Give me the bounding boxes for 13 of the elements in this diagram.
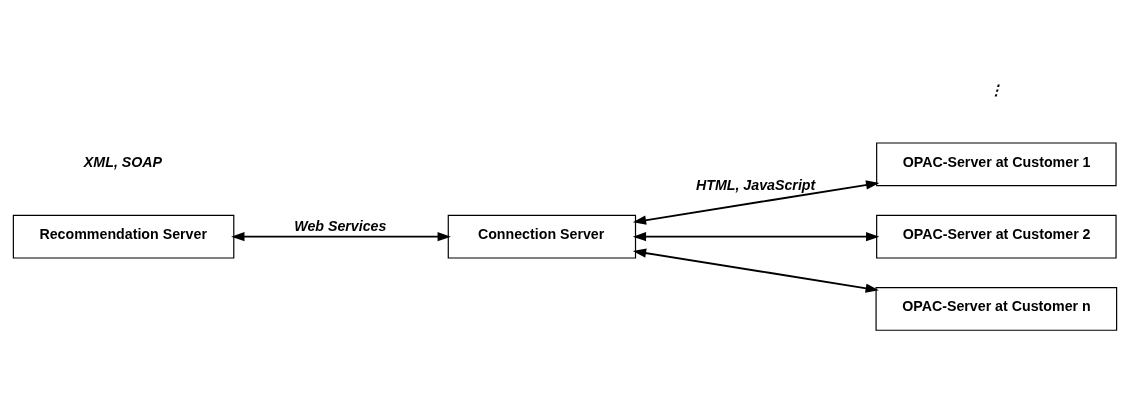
node-box: OPAC-Server at Customer 1 [876,141,1117,186]
arrow [632,231,880,241]
label: XML, SOAP [83,153,163,170]
node-box: Recommendation Server [12,214,235,259]
node-box: OPAC-Server at Customer 2 [876,214,1117,259]
label: ⋮ [988,81,1003,98]
edge-label: Web Services [294,217,387,234]
arrow [632,179,880,225]
node-box: OPAC-Server at Customer n [875,286,1118,331]
arrow [231,231,451,241]
node-box: Connection Server [447,214,637,259]
arrow [632,248,879,293]
edge-label: HTML, JavaScript [695,176,816,193]
